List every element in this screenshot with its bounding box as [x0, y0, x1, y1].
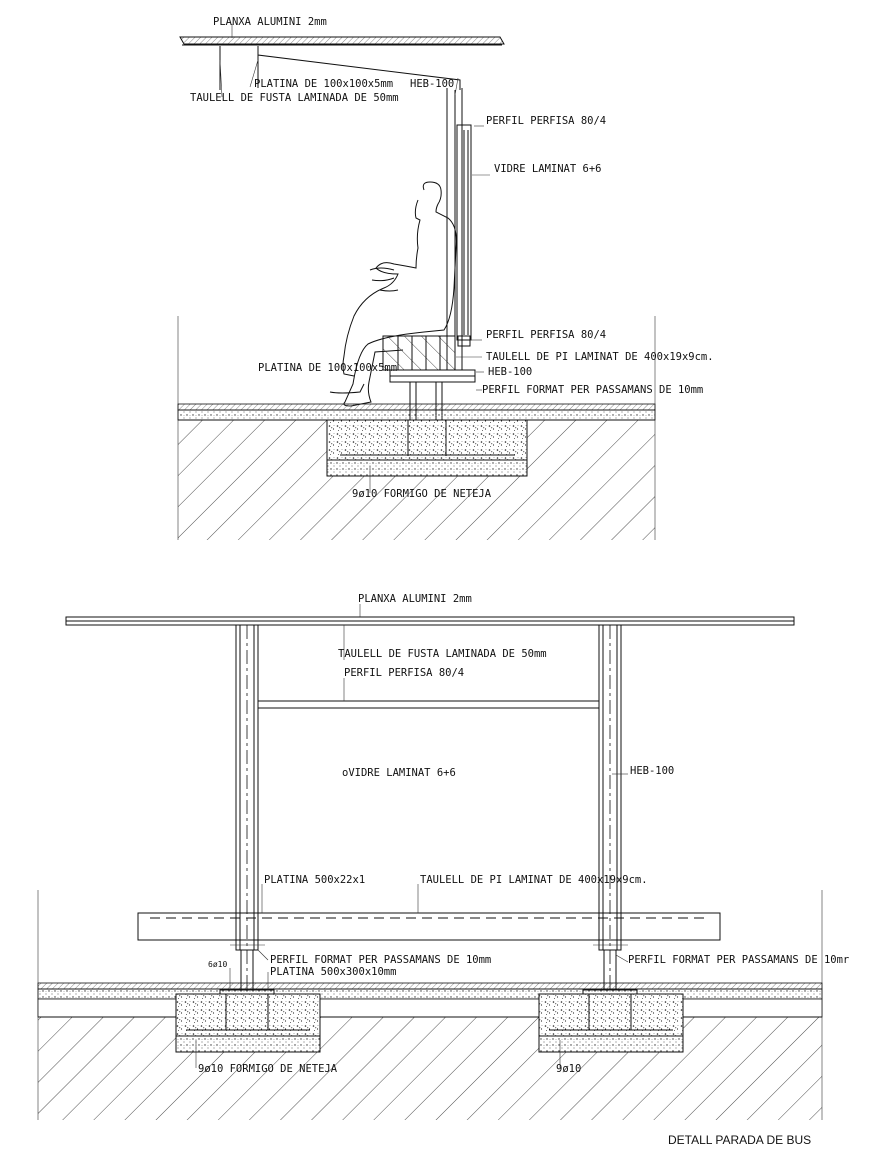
- ground-elevation: [37, 890, 823, 1120]
- right-post-elevation: [598, 624, 622, 990]
- bench-elevation: [137, 912, 721, 946]
- label-planxa-elevation: PLANXA ALUMINI 2mm: [358, 593, 472, 605]
- left-post-elevation: [235, 624, 259, 990]
- label-taulell-fusta-section: TAULELL DE FUSTA LAMINADA DE 50mm: [190, 92, 399, 104]
- label-platina-bottom: PLATINA DE 100x100x5mm: [258, 362, 397, 374]
- label-taulell-fusta-elevation: TAULELL DE FUSTA LAMINADA DE 50mm: [338, 648, 547, 660]
- bench-section: [382, 335, 476, 420]
- post-section: [446, 88, 472, 370]
- label-taulell-pi-elevation: TAULELL DE PI LAMINAT DE 400x19x9cm.: [420, 874, 648, 886]
- ground-section: [177, 316, 656, 540]
- roof-plate-section: [179, 36, 505, 90]
- elevation-view: PLANXA ALUMINI 2mm TAULELL DE FUSTA LAMI…: [37, 593, 849, 1120]
- label-vidre-section: VIDRE LAMINAT 6+6: [494, 163, 601, 175]
- label-perfil-format-left: PERFIL FORMAT PER PASSAMANS DE 10mm: [270, 954, 491, 966]
- roof-elevation: [65, 616, 795, 626]
- section-labels: PLANXA ALUMINI 2mm PLATINA DE 100x100x5m…: [190, 16, 714, 500]
- section-leaders: [219, 24, 490, 493]
- section-view: PLANXA ALUMINI 2mm PLATINA DE 100x100x5m…: [177, 16, 714, 540]
- label-rebar-formigo-section: 9ø10 FORMIGO DE NETEJA: [352, 488, 492, 500]
- label-perfil-format-section: PERFIL FORMAT PER PASSAMANS DE 10mm: [482, 384, 703, 396]
- elevation-labels: PLANXA ALUMINI 2mm TAULELL DE FUSTA LAMI…: [198, 593, 849, 1075]
- label-perfil-perfisa-bottom: PERFIL PERFISA 80/4: [486, 329, 606, 341]
- label-planxa-section: PLANXA ALUMINI 2mm: [213, 16, 327, 28]
- label-heb-bottom: HEB-100: [488, 366, 532, 378]
- label-rebar-formigo-elevation: 9ø10 FORMIGO DE NETEJA: [198, 1063, 338, 1075]
- label-rebar-right: 9ø10: [556, 1063, 581, 1075]
- label-platina-500-22: PLATINA 500x22x1: [264, 874, 365, 886]
- label-platina-top: PLATINA DE 100x100x5mm: [254, 78, 393, 90]
- label-heb-elevation: HEB-100: [630, 765, 674, 777]
- label-heb-top: HEB-100: [410, 78, 454, 90]
- perfisa-beam-elevation: [257, 700, 600, 709]
- label-perfil-format-right: PERFIL FORMAT PER PASSAMANS DE 10mr: [628, 954, 849, 966]
- label-taulell-pi-section: TAULELL DE PI LAMINAT DE 400x19x9cm.: [486, 351, 714, 363]
- label-perfil-perfisa-top: PERFIL PERFISA 80/4: [486, 115, 606, 127]
- label-rebar-small: 6ø10: [208, 960, 227, 969]
- label-platina-500-300: PLATINA 500x300x10mm: [270, 966, 396, 978]
- label-perfil-perfisa-elevation: PERFIL PERFISA 80/4: [344, 667, 464, 679]
- drawing-title: DETALL PARADA DE BUS: [668, 1133, 811, 1147]
- elevation-leaders: [195, 604, 629, 1068]
- label-vidre-elevation: oVIDRE LAMINAT 6+6: [342, 767, 456, 779]
